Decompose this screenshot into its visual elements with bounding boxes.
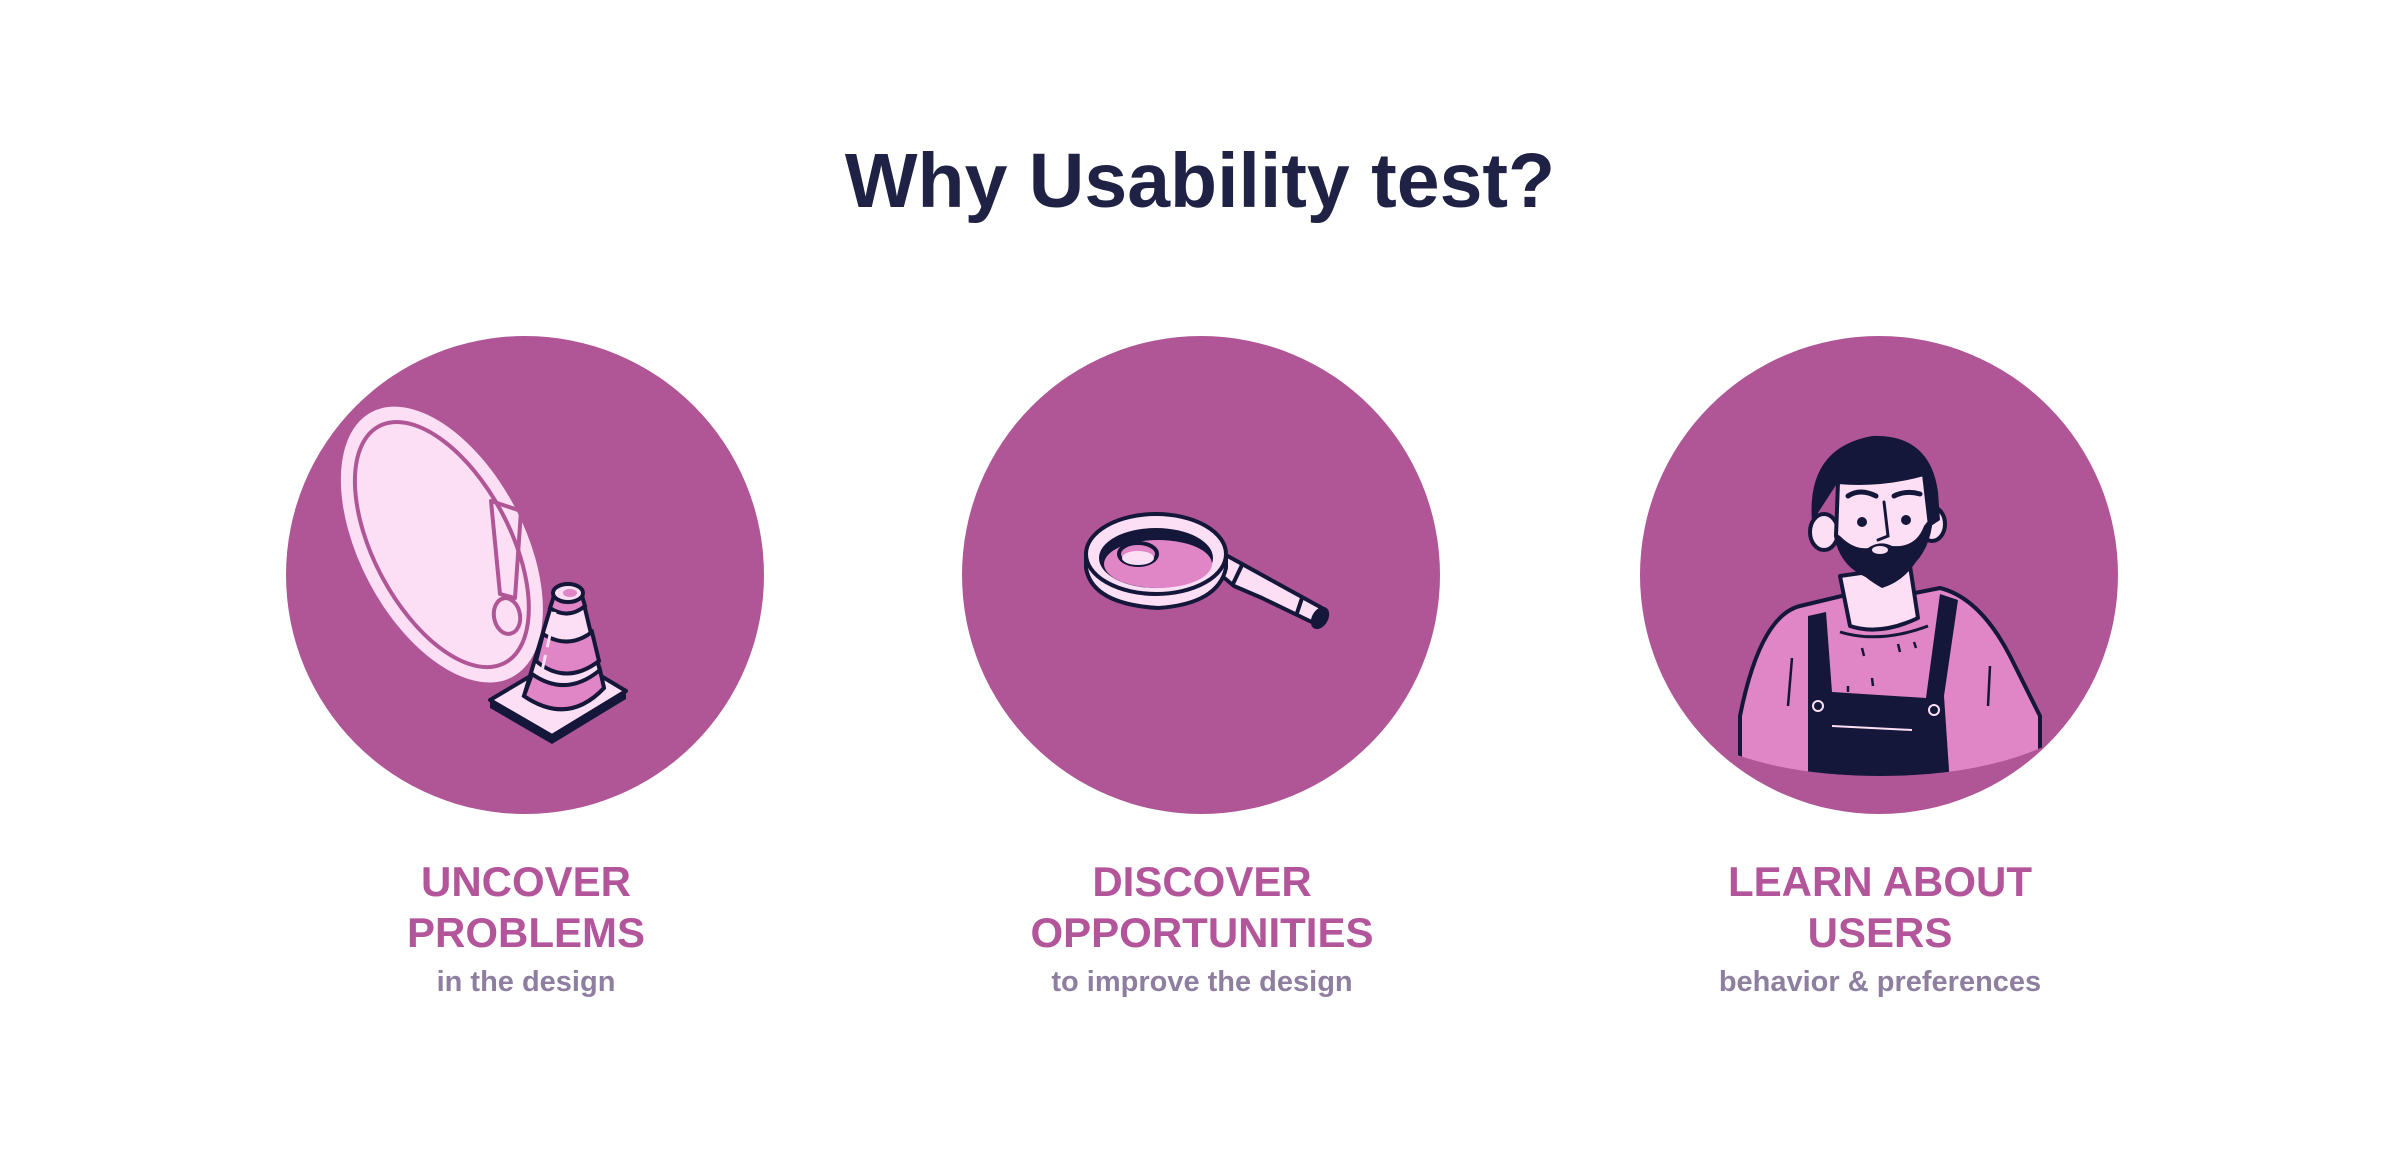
card-heading: LEARN ABOUT USERS xyxy=(1727,858,2033,956)
illustration-circle xyxy=(962,336,1440,814)
card-discover-opportunities: DISCOVER OPPORTUNITIES to improve the de… xyxy=(962,336,1442,998)
bearded-user-avatar-icon xyxy=(1738,435,2042,776)
card-subtitle: behavior & preferences xyxy=(1718,966,2042,998)
card-subtitle: to improve the design xyxy=(1051,966,1353,998)
illustration-circle xyxy=(1640,336,2118,814)
page-title: Why Usability test? xyxy=(844,138,1556,224)
illustration-circle xyxy=(286,336,764,814)
card-heading: UNCOVER PROBLEMS xyxy=(406,858,645,956)
card-heading: DISCOVER OPPORTUNITIES xyxy=(1030,858,1374,956)
traffic-cone-warning-icon xyxy=(340,406,628,744)
card-learn-about-users: LEARN ABOUT USERS behavior & preferences xyxy=(1640,336,2120,998)
card-uncover-problems: UNCOVER PROBLEMS in the design xyxy=(286,336,766,998)
card-subtitle: in the design xyxy=(436,966,616,998)
magnifying-glass-icon xyxy=(1084,512,1330,630)
